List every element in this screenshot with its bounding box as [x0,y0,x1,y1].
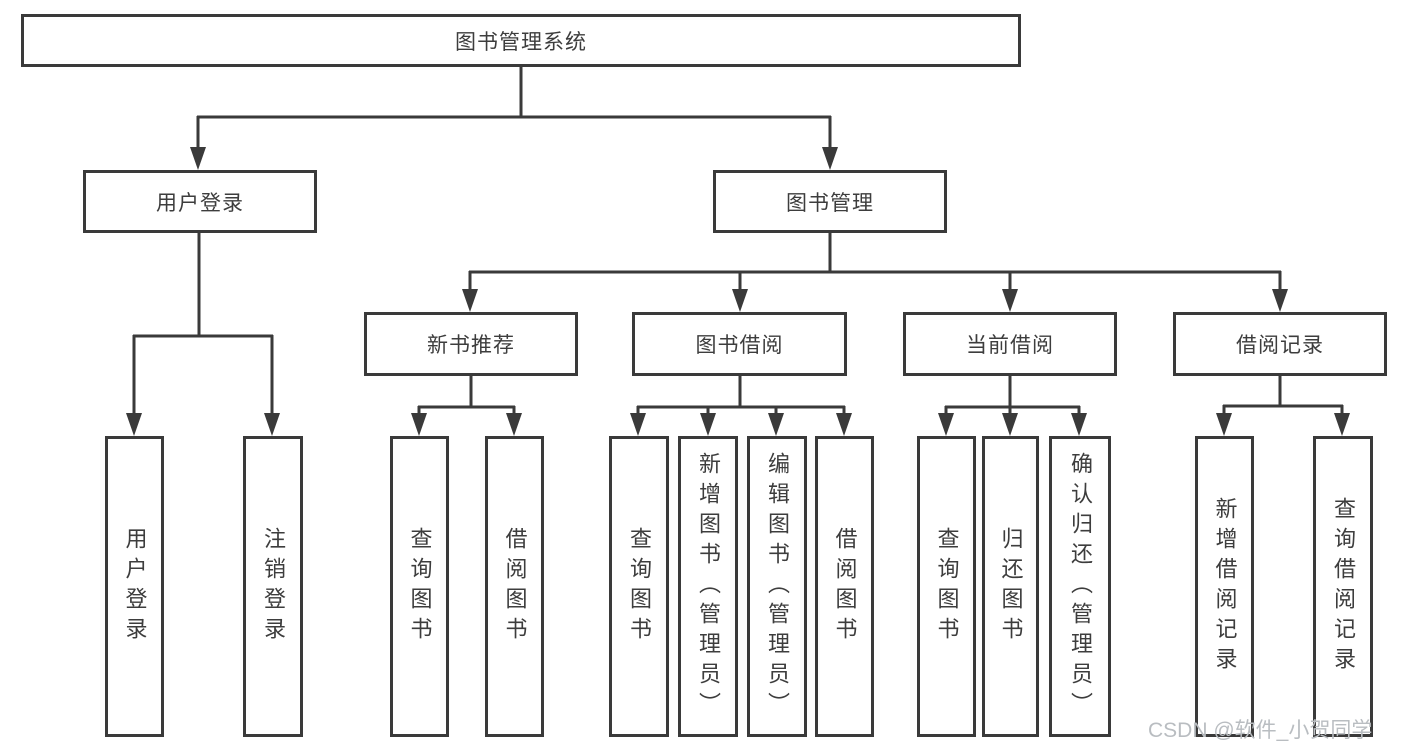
leaf-user-login: 用户登录 [105,436,164,737]
leaf-cb-query-books: 查询图书 [917,436,976,737]
leaf-br-add-record-label: 新增借阅记录 [1212,496,1238,677]
leaf-bb-borrow-books-label: 借阅图书 [832,526,858,647]
leaf-cb-return-books-label: 归还图书 [998,526,1024,647]
node-current-borrowing: 当前借阅 [903,312,1117,376]
node-book-borrowing: 图书借阅 [632,312,847,376]
leaf-nb-query-books-label: 查询图书 [407,526,433,647]
node-user-login: 用户登录 [83,170,317,233]
leaf-logout: 注销登录 [243,436,303,737]
leaf-bb-borrow-books: 借阅图书 [815,436,874,737]
leaf-nb-query-books: 查询图书 [390,436,449,737]
csdn-watermark: CSDN @软件_小贺同学 [1148,719,1373,742]
leaf-nb-borrow-books: 借阅图书 [485,436,544,737]
leaf-bb-query-books: 查询图书 [609,436,669,737]
leaf-bb-edit-books-admin: 编辑图书（管理员） [747,436,807,737]
node-root-label: 图书管理系统 [455,30,587,54]
node-book-management-label: 图书管理 [786,191,874,215]
leaf-br-query-record-label: 查询借阅记录 [1331,496,1356,677]
leaf-bb-query-books-label: 查询图书 [627,526,652,647]
leaf-bb-edit-books-admin-label: 编辑图书（管理员） [765,451,790,722]
leaf-cb-query-books-label: 查询图书 [934,526,960,647]
node-new-book-recommend-label: 新书推荐 [427,334,515,357]
leaf-bb-add-books-admin: 新增图书（管理员） [678,436,738,737]
leaf-cb-confirm-return-admin-label: 确认归还（管理员） [1068,451,1093,722]
leaf-cb-return-books: 归还图书 [982,436,1039,737]
node-user-login-label: 用户登录 [156,191,244,215]
node-root: 图书管理系统 [21,14,1021,67]
node-new-book-recommend: 新书推荐 [364,312,578,376]
leaf-bb-add-books-admin-label: 新增图书（管理员） [696,451,721,722]
node-borrowing-records-label: 借阅记录 [1236,334,1324,357]
leaf-nb-borrow-books-label: 借阅图书 [502,526,528,647]
leaf-user-login-label: 用户登录 [122,526,148,647]
node-borrowing-records: 借阅记录 [1173,312,1387,376]
node-book-management: 图书管理 [713,170,947,233]
leaf-br-query-record: 查询借阅记录 [1313,436,1373,737]
leaf-br-add-record: 新增借阅记录 [1195,436,1254,737]
leaf-cb-confirm-return-admin: 确认归还（管理员） [1049,436,1111,737]
leaf-logout-label: 注销登录 [261,526,286,647]
node-book-borrowing-label: 图书借阅 [695,334,784,357]
node-current-borrowing-label: 当前借阅 [966,334,1054,357]
